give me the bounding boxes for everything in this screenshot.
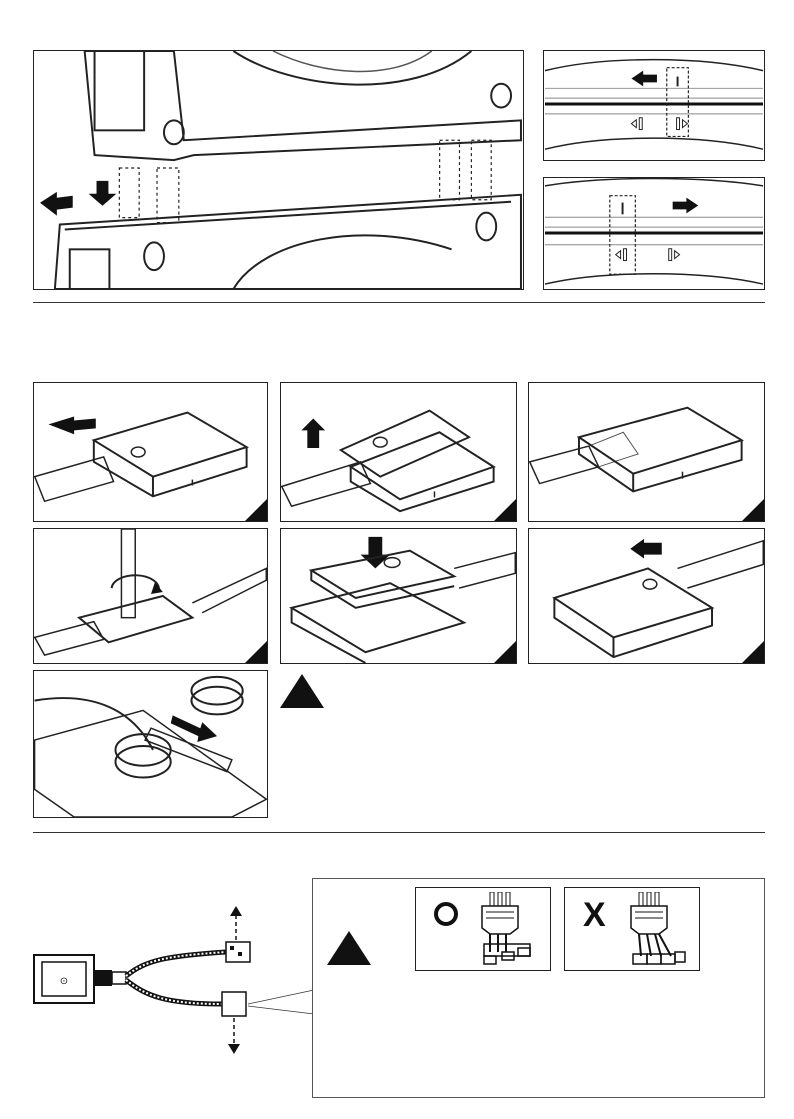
incorrect-connection-panel: X	[564, 887, 700, 971]
step-slide-in-drawing	[529, 529, 764, 663]
step-slide-out-drawing	[34, 383, 267, 521]
step-press-down-drawing	[281, 529, 516, 663]
connector-incorrect-drawing	[625, 892, 695, 968]
latch-slide-right-illustration	[543, 177, 765, 290]
latch-left-drawing	[544, 51, 764, 160]
correct-connection-panel	[415, 887, 551, 971]
svg-text:⊙: ⊙	[60, 976, 68, 987]
step-twist-tool-drawing	[34, 529, 267, 663]
step-push-cable	[33, 670, 268, 818]
warning-triangle-icon	[280, 674, 324, 708]
page-corner-mark	[245, 499, 267, 521]
step-connector-exposed-drawing	[529, 383, 764, 521]
page-corner-mark	[742, 641, 764, 663]
fan-hub-cable-diagram: ⊙	[26, 900, 316, 1060]
step-press-down	[280, 528, 517, 664]
step-push-cable-drawing	[34, 671, 267, 817]
section-divider-2	[33, 832, 765, 833]
page-corner-mark	[245, 641, 267, 663]
page-corner-mark	[494, 499, 516, 521]
step-slide-out	[33, 382, 268, 522]
section-divider-1	[33, 302, 765, 303]
incorrect-x-icon: X	[583, 898, 606, 932]
latch-right-drawing	[544, 178, 764, 289]
correct-circle-icon	[434, 902, 458, 926]
step-lift-up	[280, 382, 517, 522]
connector-callout-box: X	[312, 878, 765, 1098]
step-lift-up-drawing	[281, 383, 516, 521]
fan-stack-illustration	[33, 50, 524, 290]
page-corner-mark	[742, 499, 764, 521]
step-twist-tool	[33, 528, 268, 664]
connector-correct-drawing	[476, 892, 546, 968]
fan-stack-drawing	[34, 51, 523, 289]
latch-slide-left-illustration	[543, 50, 765, 161]
warning-triangle-icon	[327, 931, 371, 965]
step-connector-exposed	[528, 382, 765, 522]
step-slide-in	[528, 528, 765, 664]
page-corner-mark	[494, 641, 516, 663]
